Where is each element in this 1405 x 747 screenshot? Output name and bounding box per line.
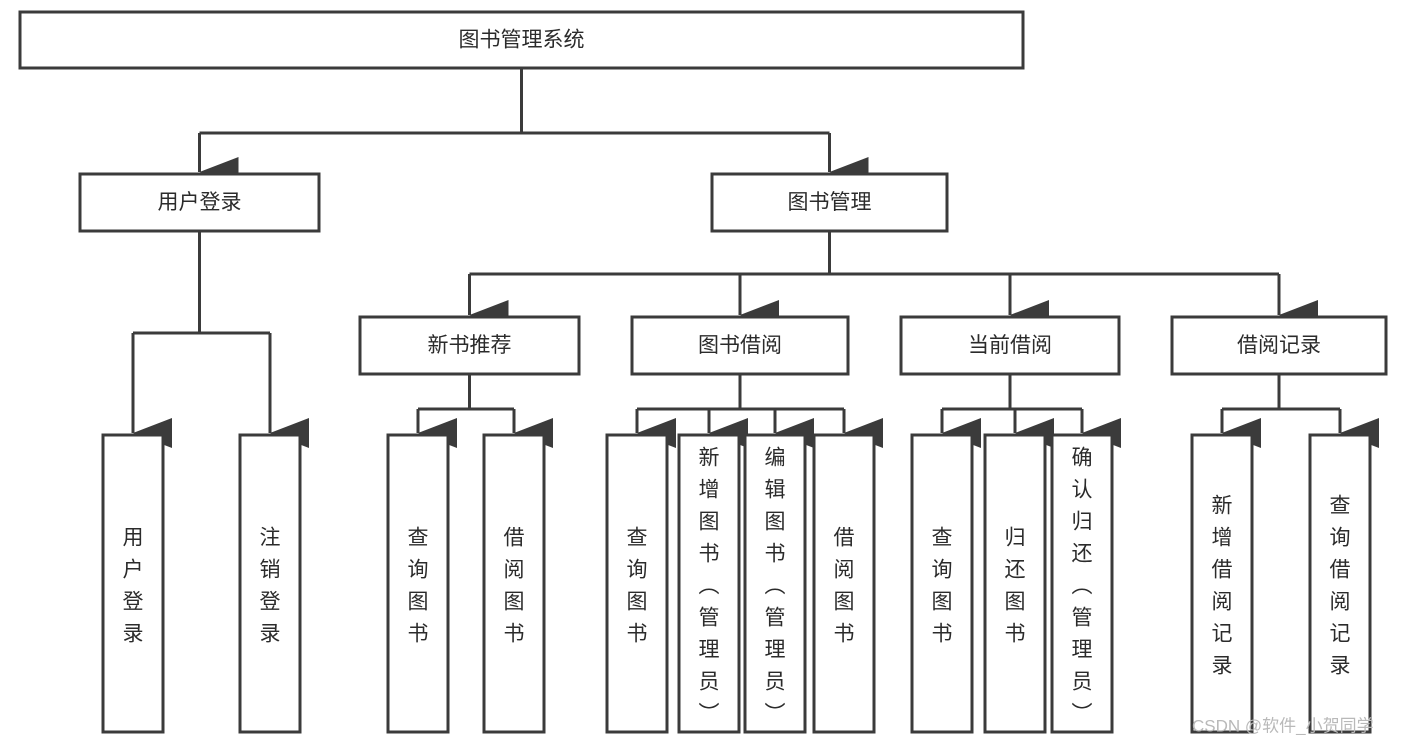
- node-leaf-add-record[interactable]: 新增借阅记录: [1190, 433, 1254, 734]
- node-box-leaf-query-book-3: [910, 433, 974, 734]
- node-leaf-user-logout[interactable]: 注销登录: [238, 433, 302, 734]
- node-box-leaf-borrow-book-1: [482, 433, 546, 734]
- node-box-leaf-query-book-1: [386, 433, 450, 734]
- node-box-new-book-rec: [358, 315, 581, 376]
- node-leaf-query-record[interactable]: 查询借阅记录: [1308, 433, 1372, 734]
- node-book-borrow[interactable]: 图书借阅: [630, 315, 850, 376]
- node-box-book-borrow: [630, 315, 850, 376]
- node-root[interactable]: 图书管理系统: [18, 10, 1025, 70]
- node-label-leaf-user-logout: 注销登录: [260, 526, 281, 645]
- node-label-current-borrow: 当前借阅: [968, 334, 1052, 357]
- node-box-leaf-user-login: [101, 433, 165, 734]
- node-current-borrow[interactable]: 当前借阅: [899, 315, 1121, 376]
- node-label-leaf-confirm-return: 确认归还︵管理员︶: [1072, 446, 1093, 725]
- node-label-book-manage: 图书管理: [788, 191, 872, 214]
- node-leaf-confirm-return[interactable]: 确认归还︵管理员︶: [1050, 433, 1114, 734]
- node-label-leaf-user-login: 用户登录: [123, 526, 144, 645]
- node-label-leaf-add-record: 新增借阅记录: [1212, 494, 1233, 677]
- node-box-leaf-user-logout: [238, 433, 302, 734]
- node-label-leaf-return-book: 归还图书: [1005, 526, 1026, 645]
- node-leaf-add-book[interactable]: 新增图书︵管理员︶: [677, 433, 741, 734]
- node-leaf-edit-book[interactable]: 编辑图书︵管理员︶: [743, 433, 807, 734]
- node-label-leaf-query-record: 查询借阅记录: [1330, 494, 1351, 677]
- node-new-book-rec[interactable]: 新书推荐: [358, 315, 581, 376]
- connector-lines: [131, 68, 1379, 448]
- node-boxes: 图书管理系统用户登录图书管理新书推荐图书借阅当前借阅借阅记录用户登录注销登录查询…: [18, 10, 1388, 734]
- node-borrow-record[interactable]: 借阅记录: [1170, 315, 1388, 376]
- node-leaf-borrow-book-1[interactable]: 借阅图书: [482, 433, 546, 734]
- node-user-login[interactable]: 用户登录: [78, 172, 321, 233]
- node-box-leaf-borrow-book-2: [812, 433, 876, 734]
- node-label-borrow-record: 借阅记录: [1237, 334, 1321, 357]
- node-box-leaf-return-book: [983, 433, 1047, 734]
- node-leaf-query-book-3[interactable]: 查询图书: [910, 433, 974, 734]
- node-label-leaf-query-book-2: 查询图书: [627, 526, 648, 645]
- node-box-leaf-edit-book: [743, 433, 807, 734]
- node-box-user-login: [78, 172, 321, 233]
- node-leaf-query-book-1[interactable]: 查询图书: [386, 433, 450, 734]
- node-box-leaf-query-record: [1308, 433, 1372, 734]
- node-box-leaf-confirm-return: [1050, 433, 1114, 734]
- node-leaf-borrow-book-2[interactable]: 借阅图书: [812, 433, 876, 734]
- node-label-leaf-edit-book: 编辑图书︵管理员︶: [765, 446, 786, 725]
- node-label-leaf-borrow-book-1: 借阅图书: [504, 526, 525, 645]
- node-label-leaf-add-book: 新增图书︵管理员︶: [699, 446, 720, 725]
- node-box-borrow-record: [1170, 315, 1388, 376]
- node-leaf-user-login[interactable]: 用户登录: [101, 433, 165, 734]
- node-label-book-borrow: 图书借阅: [698, 334, 782, 357]
- csdn-watermark: CSDN @软件_小贺同学: [1192, 716, 1374, 735]
- node-label-leaf-borrow-book-2: 借阅图书: [834, 526, 855, 645]
- node-book-manage[interactable]: 图书管理: [710, 172, 949, 233]
- node-label-user-login: 用户登录: [158, 191, 242, 214]
- node-box-leaf-query-book-2: [605, 433, 669, 734]
- node-box-leaf-add-record: [1190, 433, 1254, 734]
- node-box-current-borrow: [899, 315, 1121, 376]
- node-label-root: 图书管理系统: [459, 29, 585, 52]
- node-box-leaf-add-book: [677, 433, 741, 734]
- node-label-leaf-query-book-1: 查询图书: [408, 526, 429, 645]
- node-leaf-return-book[interactable]: 归还图书: [983, 433, 1047, 734]
- node-label-leaf-query-book-3: 查询图书: [932, 526, 953, 645]
- node-box-root: [18, 10, 1025, 70]
- node-leaf-query-book-2[interactable]: 查询图书: [605, 433, 669, 734]
- node-box-book-manage: [710, 172, 949, 233]
- node-label-new-book-rec: 新书推荐: [428, 334, 512, 357]
